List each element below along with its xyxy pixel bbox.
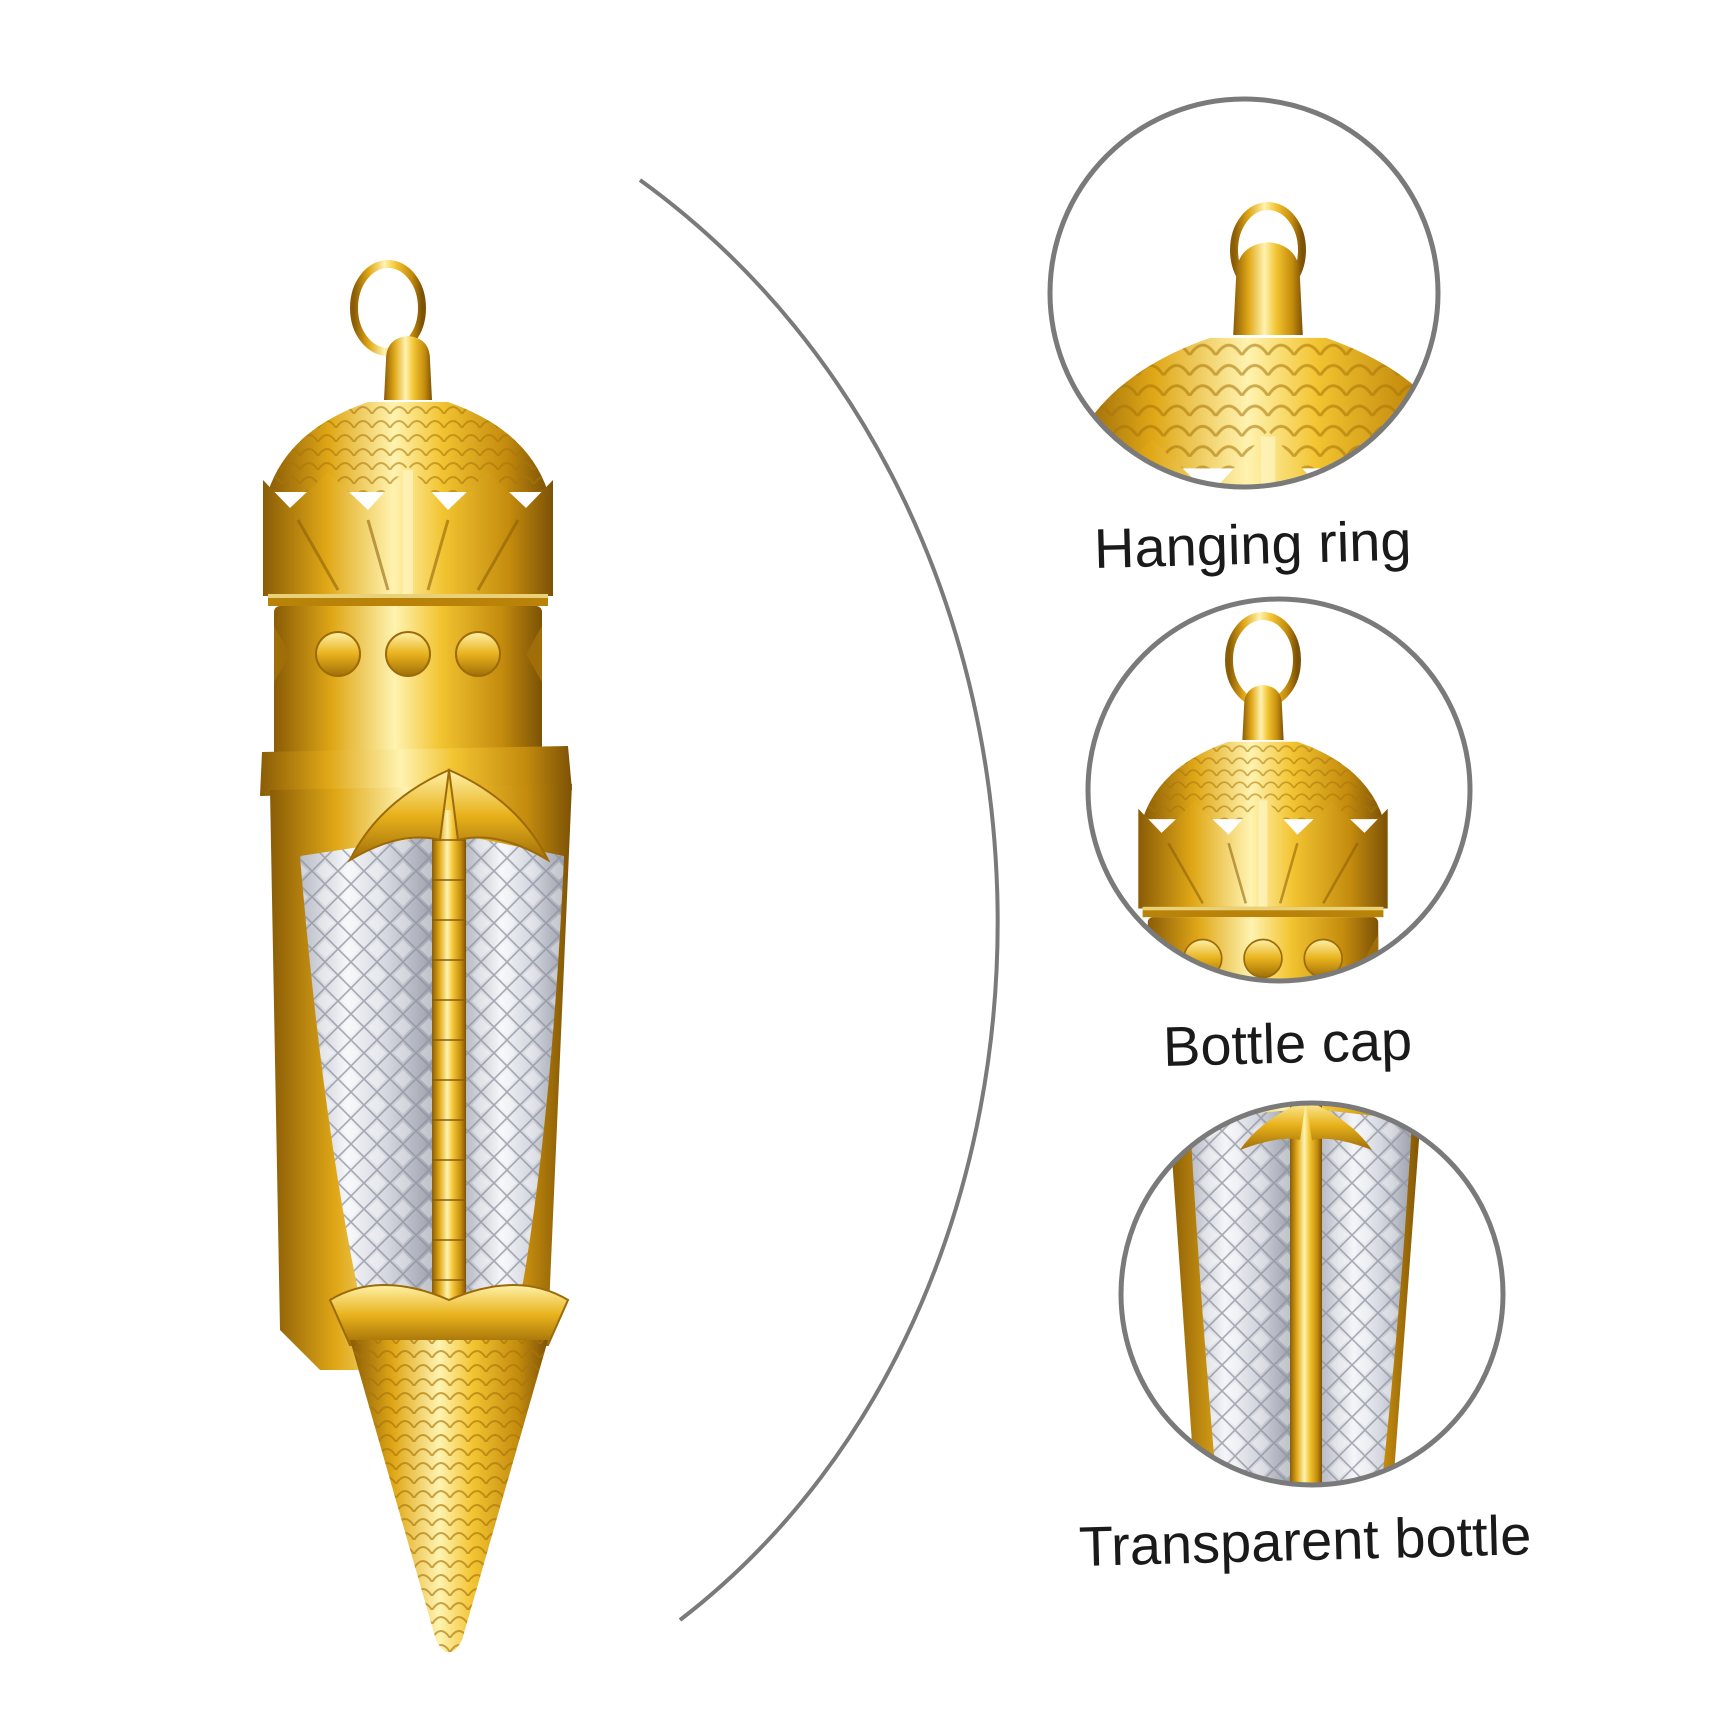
separator-arc: [638, 178, 1000, 1622]
label-bottle-cap: Bottle cap: [1162, 1008, 1413, 1078]
callout-bottle-cap: [1085, 596, 1473, 984]
label-hanging-ring: Hanging ring: [1093, 508, 1413, 580]
main-bottle-cap: [263, 336, 553, 766]
callout-transparent-bottle: [1118, 1100, 1506, 1488]
label-transparent-bottle: Transparent bottle: [1078, 1503, 1533, 1578]
callout-hanging-ring: [1047, 96, 1441, 490]
lip-gloss-bottle: [260, 264, 572, 1653]
